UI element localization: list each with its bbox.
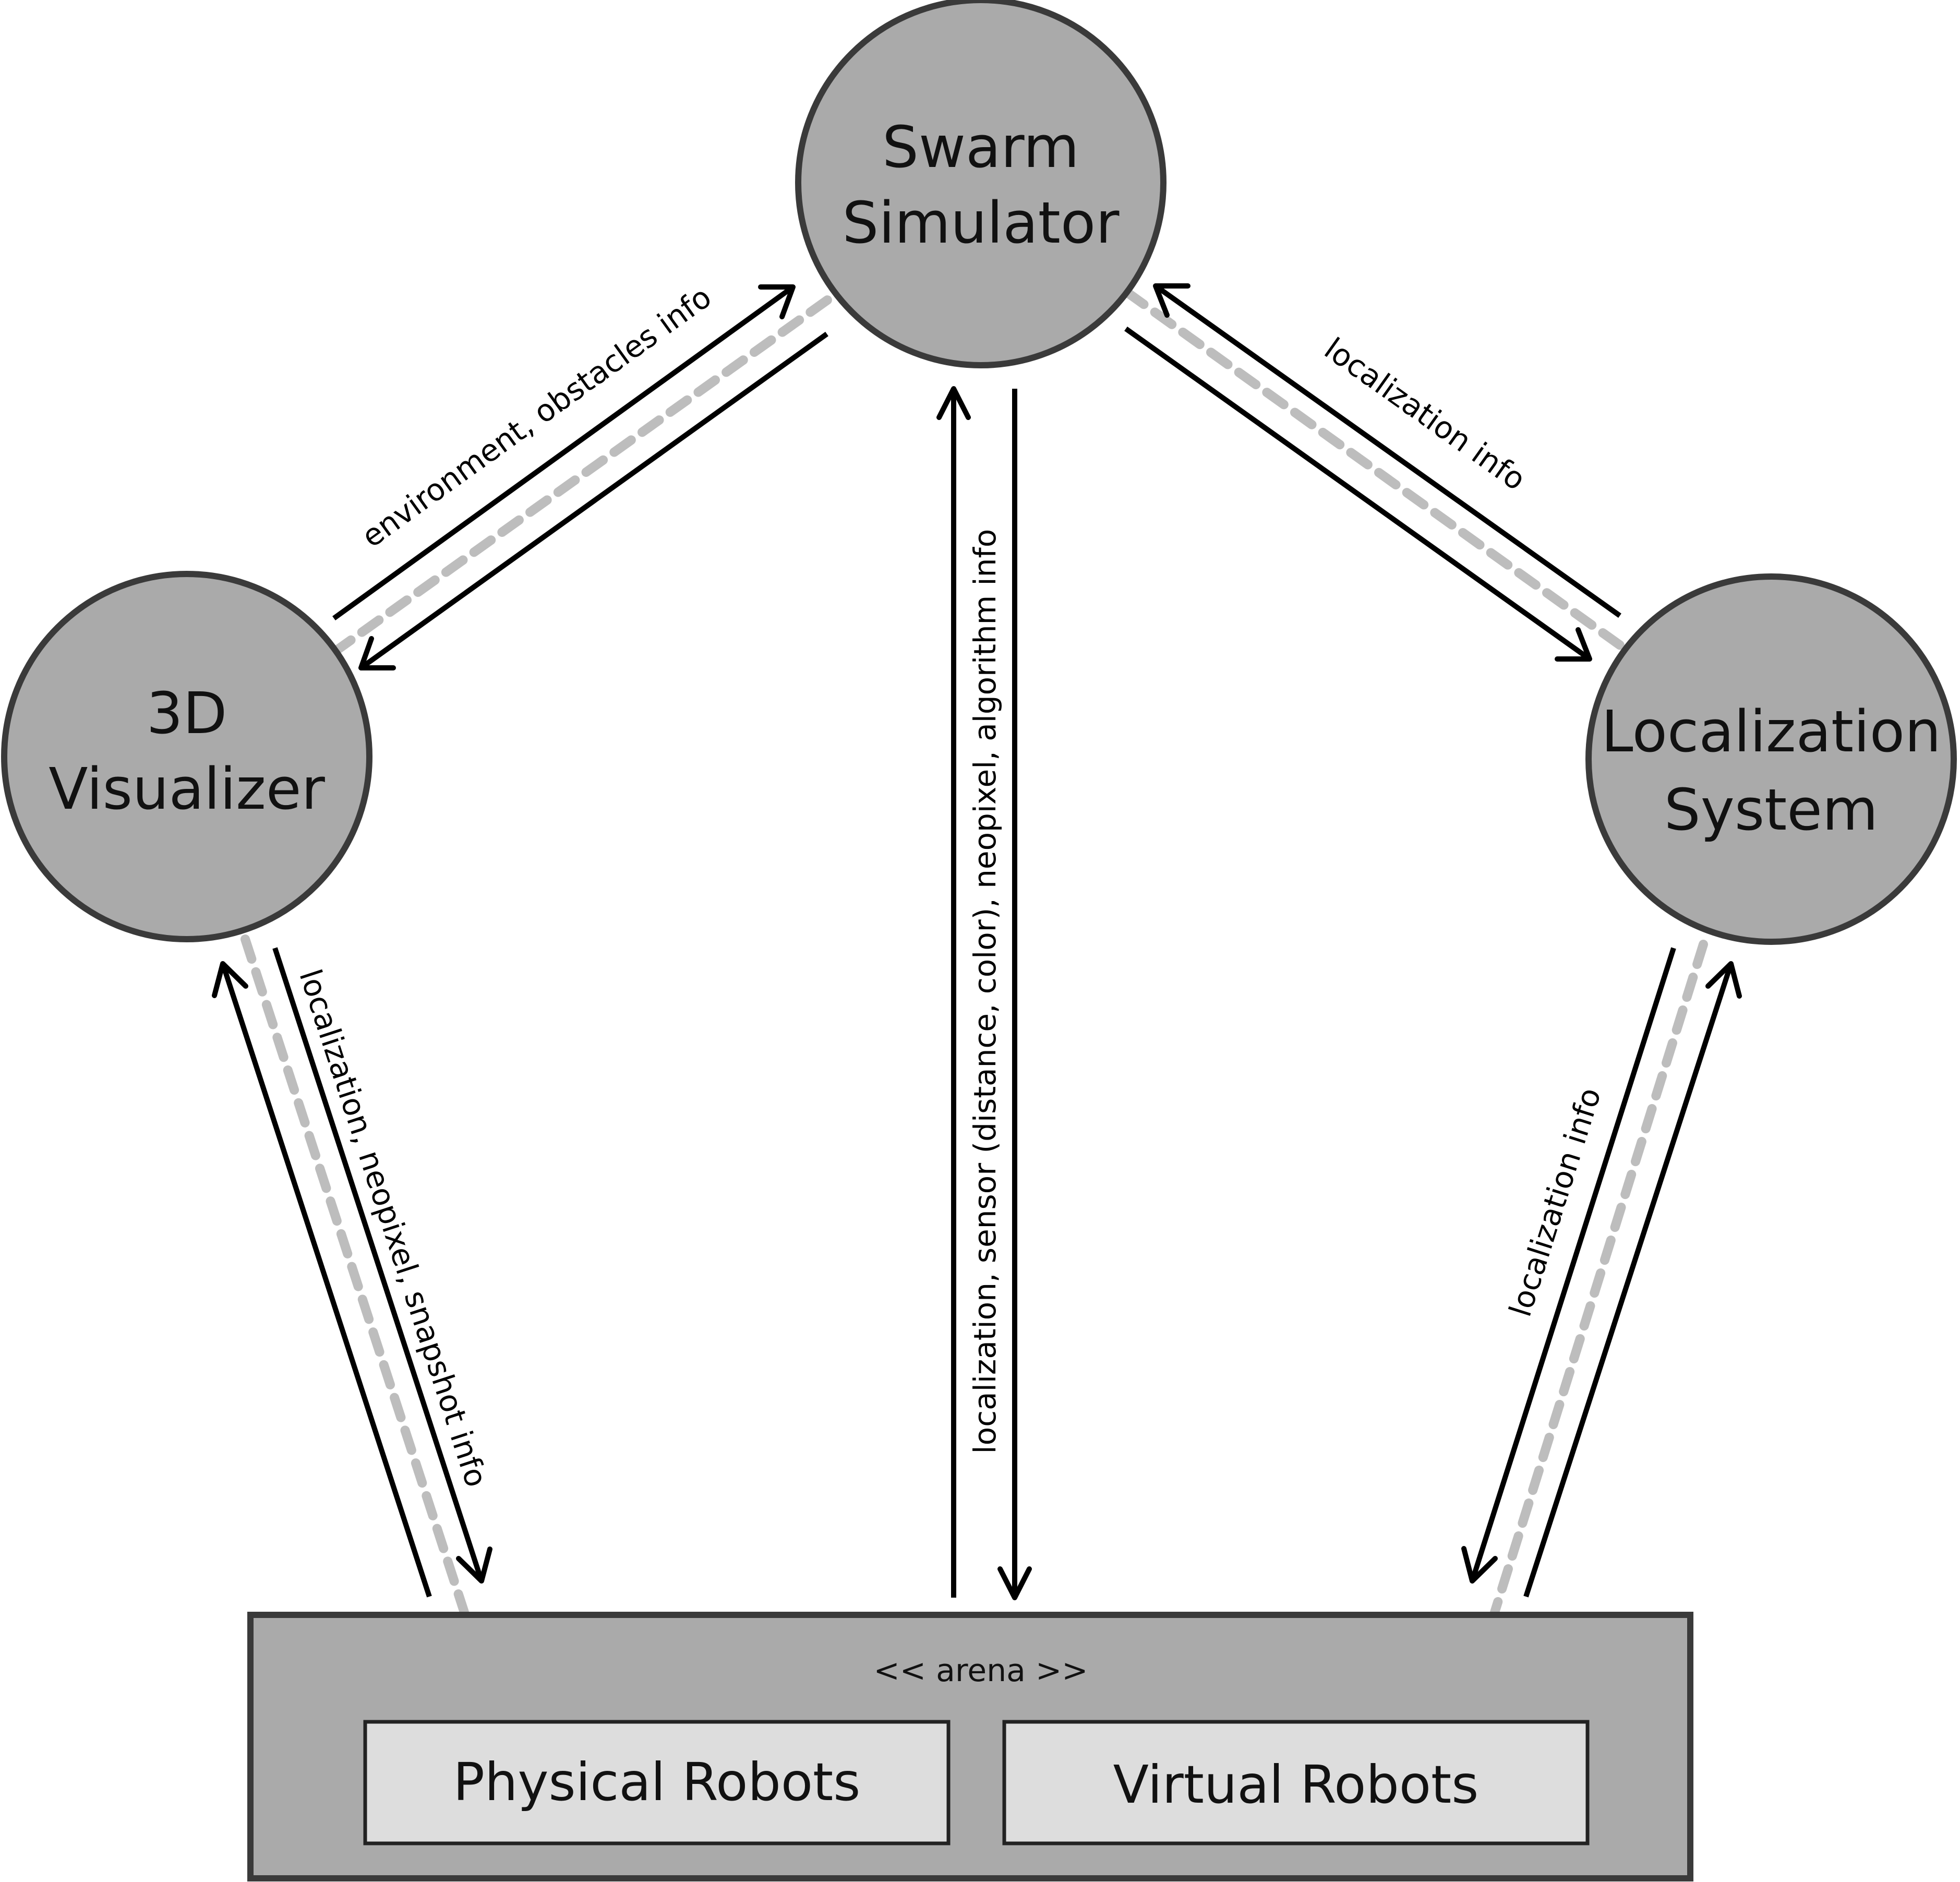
arrowhead-simulator-to-localization — [1555, 627, 1592, 662]
label-arena-simulator: localization, sensor (distance, color), … — [967, 529, 1003, 1454]
arrow-arena-to-localization — [1523, 963, 1734, 1598]
node-localization-system: Localization System — [1585, 573, 1957, 945]
node-swarm-simulator-line1: Swarm — [882, 114, 1079, 181]
arrowhead-visualizer-to-simulator — [758, 284, 796, 319]
arrowhead-simulator-to-visualizer — [358, 636, 396, 670]
virtual-robots-label: Virtual Robots — [1113, 1754, 1479, 1815]
arrow-localization-to-arena — [1470, 947, 1676, 1582]
physical-robots-label: Physical Robots — [453, 1752, 861, 1813]
arrow-visualizer-to-arena — [272, 947, 484, 1582]
arrowhead-arena-to-localization — [1705, 961, 1742, 999]
arena-title: << arena >> — [873, 1652, 1088, 1689]
link-simulator-localization-dashed — [1122, 287, 1627, 652]
arrow-visualizer-to-simulator — [332, 284, 795, 621]
node-localization-system-line1: Localization — [1601, 698, 1941, 765]
virtual-robots-box: Virtual Robots — [1002, 1720, 1590, 1845]
physical-robots-box: Physical Robots — [363, 1720, 951, 1845]
arrow-simulator-to-visualizer — [359, 331, 828, 670]
link-visualizer-arena-dashed — [241, 934, 469, 1617]
label-visualizer-arena: localization, neopixel, snapshot info — [292, 965, 494, 1491]
arrowhead-localization-to-arena — [1461, 1546, 1498, 1584]
label-simulator-localization: localization info — [1318, 331, 1532, 497]
arrow-arena-to-visualizer — [220, 963, 432, 1598]
arrowhead-simulator-to-arena — [997, 1566, 1032, 1600]
node-swarm-simulator-line2: Simulator — [843, 189, 1120, 256]
arena-container: << arena >> Physical Robots Virtual Robo… — [247, 1612, 1693, 1881]
node-swarm-simulator: Swarm Simulator — [795, 0, 1167, 368]
link-visualizer-simulator-dashed — [329, 290, 839, 657]
node-localization-system-line2: System — [1664, 776, 1878, 843]
arrow-simulator-to-localization — [1124, 326, 1591, 662]
arrowhead-visualizer-to-arena — [456, 1547, 492, 1584]
arrowhead-arena-to-visualizer — [212, 961, 248, 998]
node-3d-visualizer-line2: Visualizer — [49, 756, 325, 822]
arrowhead-arena-to-simulator — [936, 386, 971, 420]
arrowhead-localization-to-simulator — [1153, 283, 1191, 318]
arrow-localization-to-simulator — [1154, 283, 1621, 618]
node-3d-visualizer-line1: 3D — [147, 680, 227, 747]
link-localization-arena-dashed — [1490, 940, 1708, 1617]
node-3d-visualizer: 3D Visualizer — [1, 571, 372, 942]
